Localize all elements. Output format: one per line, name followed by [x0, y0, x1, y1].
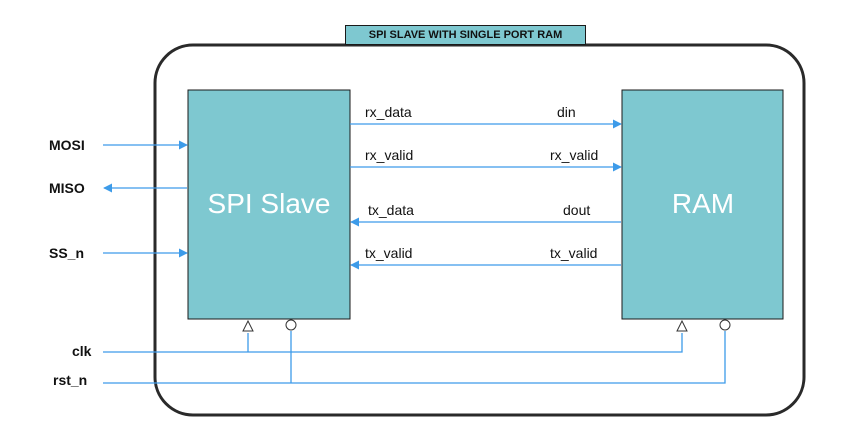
tx-valid-left-label: tx_valid: [365, 245, 412, 261]
miso-label: MISO: [49, 180, 85, 196]
clk-label: clk: [72, 343, 92, 359]
mosi-label: MOSI: [49, 137, 85, 153]
diagram-title: SPI SLAVE WITH SINGLE PORT RAM: [345, 25, 586, 45]
ram-label: RAM: [672, 188, 734, 219]
ram-block: [621, 89, 784, 320]
ram-clock-input-icon: [676, 319, 688, 332]
tx-data-label: tx_data: [368, 202, 414, 218]
ram-reset-input-icon: [719, 319, 731, 331]
ss-n-label: SS_n: [49, 245, 84, 261]
spi-slave-label: SPI Slave: [208, 188, 331, 219]
din-label: din: [557, 104, 576, 120]
top-module-outline: [153, 43, 806, 417]
clk-net: [103, 333, 683, 353]
spi-reset-input-icon: [285, 319, 297, 331]
rx-valid-right-label: rx_valid: [550, 147, 598, 163]
spi-slave-block: [187, 89, 351, 320]
rx-data-label: rx_data: [365, 104, 412, 120]
dout-label: dout: [563, 202, 590, 218]
rst-n-label: rst_n: [53, 372, 87, 388]
rst-n-net: [103, 331, 726, 384]
spi-clock-input-icon: [242, 319, 254, 332]
tx-valid-right-label: tx_valid: [550, 245, 597, 261]
rx-valid-left-label: rx_valid: [365, 147, 413, 163]
